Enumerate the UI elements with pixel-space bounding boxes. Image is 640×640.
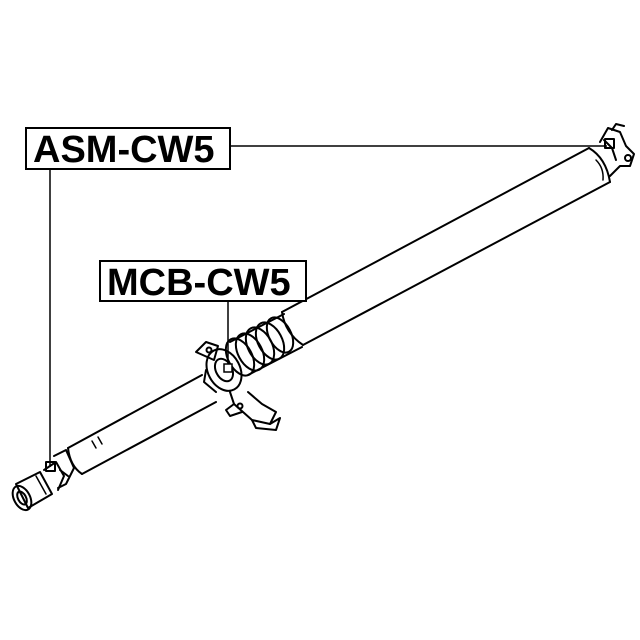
leader-lines <box>49 145 607 467</box>
rear-universal-joint <box>599 123 635 177</box>
front-universal-joint <box>11 449 75 512</box>
center-coupling <box>224 313 303 377</box>
front-shaft-tube <box>67 374 217 475</box>
mcb-marker <box>223 363 233 373</box>
mcb-part-label: MCB-CW5 <box>99 260 307 302</box>
rear-shaft-tube <box>281 147 611 346</box>
asm-part-label: ASM-CW5 <box>25 127 231 170</box>
center-bearing-bracket <box>195 341 281 431</box>
